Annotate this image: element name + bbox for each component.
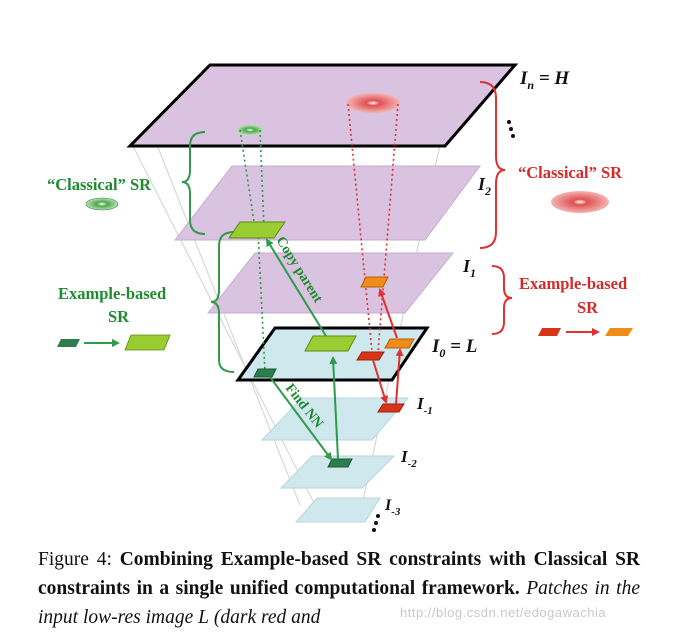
caption-symbol: L: [198, 607, 210, 628]
patch-red-i-1: [377, 403, 405, 413]
plane-i0: [235, 326, 430, 382]
red-arrows: [372, 288, 404, 405]
patch-dark-green-i-2: [327, 458, 353, 468]
left-example-label-1: Example-based: [58, 284, 166, 303]
level-label-i-1: I-1: [416, 394, 433, 417]
patch-red-i0: [356, 351, 385, 361]
legend-dark-green-patch: [57, 339, 80, 347]
patch-orange-i1: [360, 276, 389, 288]
plane-i2: [173, 165, 481, 241]
left-example-label-2: SR: [108, 307, 130, 326]
caption-italic-text: Patches in the input low-res image: [38, 578, 641, 628]
patch-orange-i0: [384, 338, 415, 349]
caption-figure-label: Figure 4:: [38, 549, 112, 570]
left-example-brace: [210, 231, 235, 373]
classical-red-cone: [347, 103, 399, 353]
left-classical-label: “Classical” SR: [47, 175, 152, 194]
copy-parent-arrow: [265, 238, 327, 337]
right-example-brace: [491, 265, 513, 335]
classical-green-ellipse: [237, 125, 263, 135]
left-classical-brace: [181, 131, 206, 235]
pyramid-diagram: Copy parent Find NN “Classical” SR Examp…: [47, 63, 633, 532]
level-label-i2: I2: [477, 174, 491, 198]
right-classical-label: “Classical” SR: [518, 163, 623, 182]
level-label-top: In = H: [519, 68, 570, 92]
level-label-i-2: I-2: [400, 447, 417, 470]
right-red-ellipse: [551, 191, 609, 213]
plane-i-1: [260, 397, 410, 441]
classical-red-ellipse: [346, 93, 400, 113]
level-label-i1: I1: [462, 256, 476, 280]
plane-top: [126, 63, 519, 148]
right-example-label-2: SR: [577, 298, 599, 317]
left-green-ellipse: [85, 197, 119, 211]
plane-i-3: [294, 497, 381, 523]
caption-bold-text: Combining Example-based SR constraints w…: [38, 549, 641, 599]
figure-caption: Figure 4: Combining Example-based SR con…: [38, 545, 640, 632]
level-label-i-3: I-3: [384, 497, 401, 518]
classical-green-cone: [239, 129, 266, 373]
plane-i-2: [279, 455, 396, 489]
legend-orange-patch: [605, 328, 633, 336]
caption-italic-tail: (dark red and: [213, 607, 321, 628]
patch-dark-green-i0: [253, 368, 277, 378]
ellipsis-top: [507, 120, 515, 138]
level-label-i0: I0 = L: [431, 336, 477, 360]
plane-i1: [206, 252, 455, 314]
legend-light-green-patch: [124, 334, 171, 351]
ellipsis-bottom: [372, 514, 380, 532]
legend-red-patch: [538, 328, 561, 336]
watermark: http://blog.csdn.net/edogawachia: [400, 605, 607, 620]
right-classical-brace: [479, 81, 506, 249]
right-example-label-1: Example-based: [519, 274, 627, 293]
find-nn-arrow: [269, 356, 339, 461]
patch-light-green-i0: [304, 335, 357, 352]
